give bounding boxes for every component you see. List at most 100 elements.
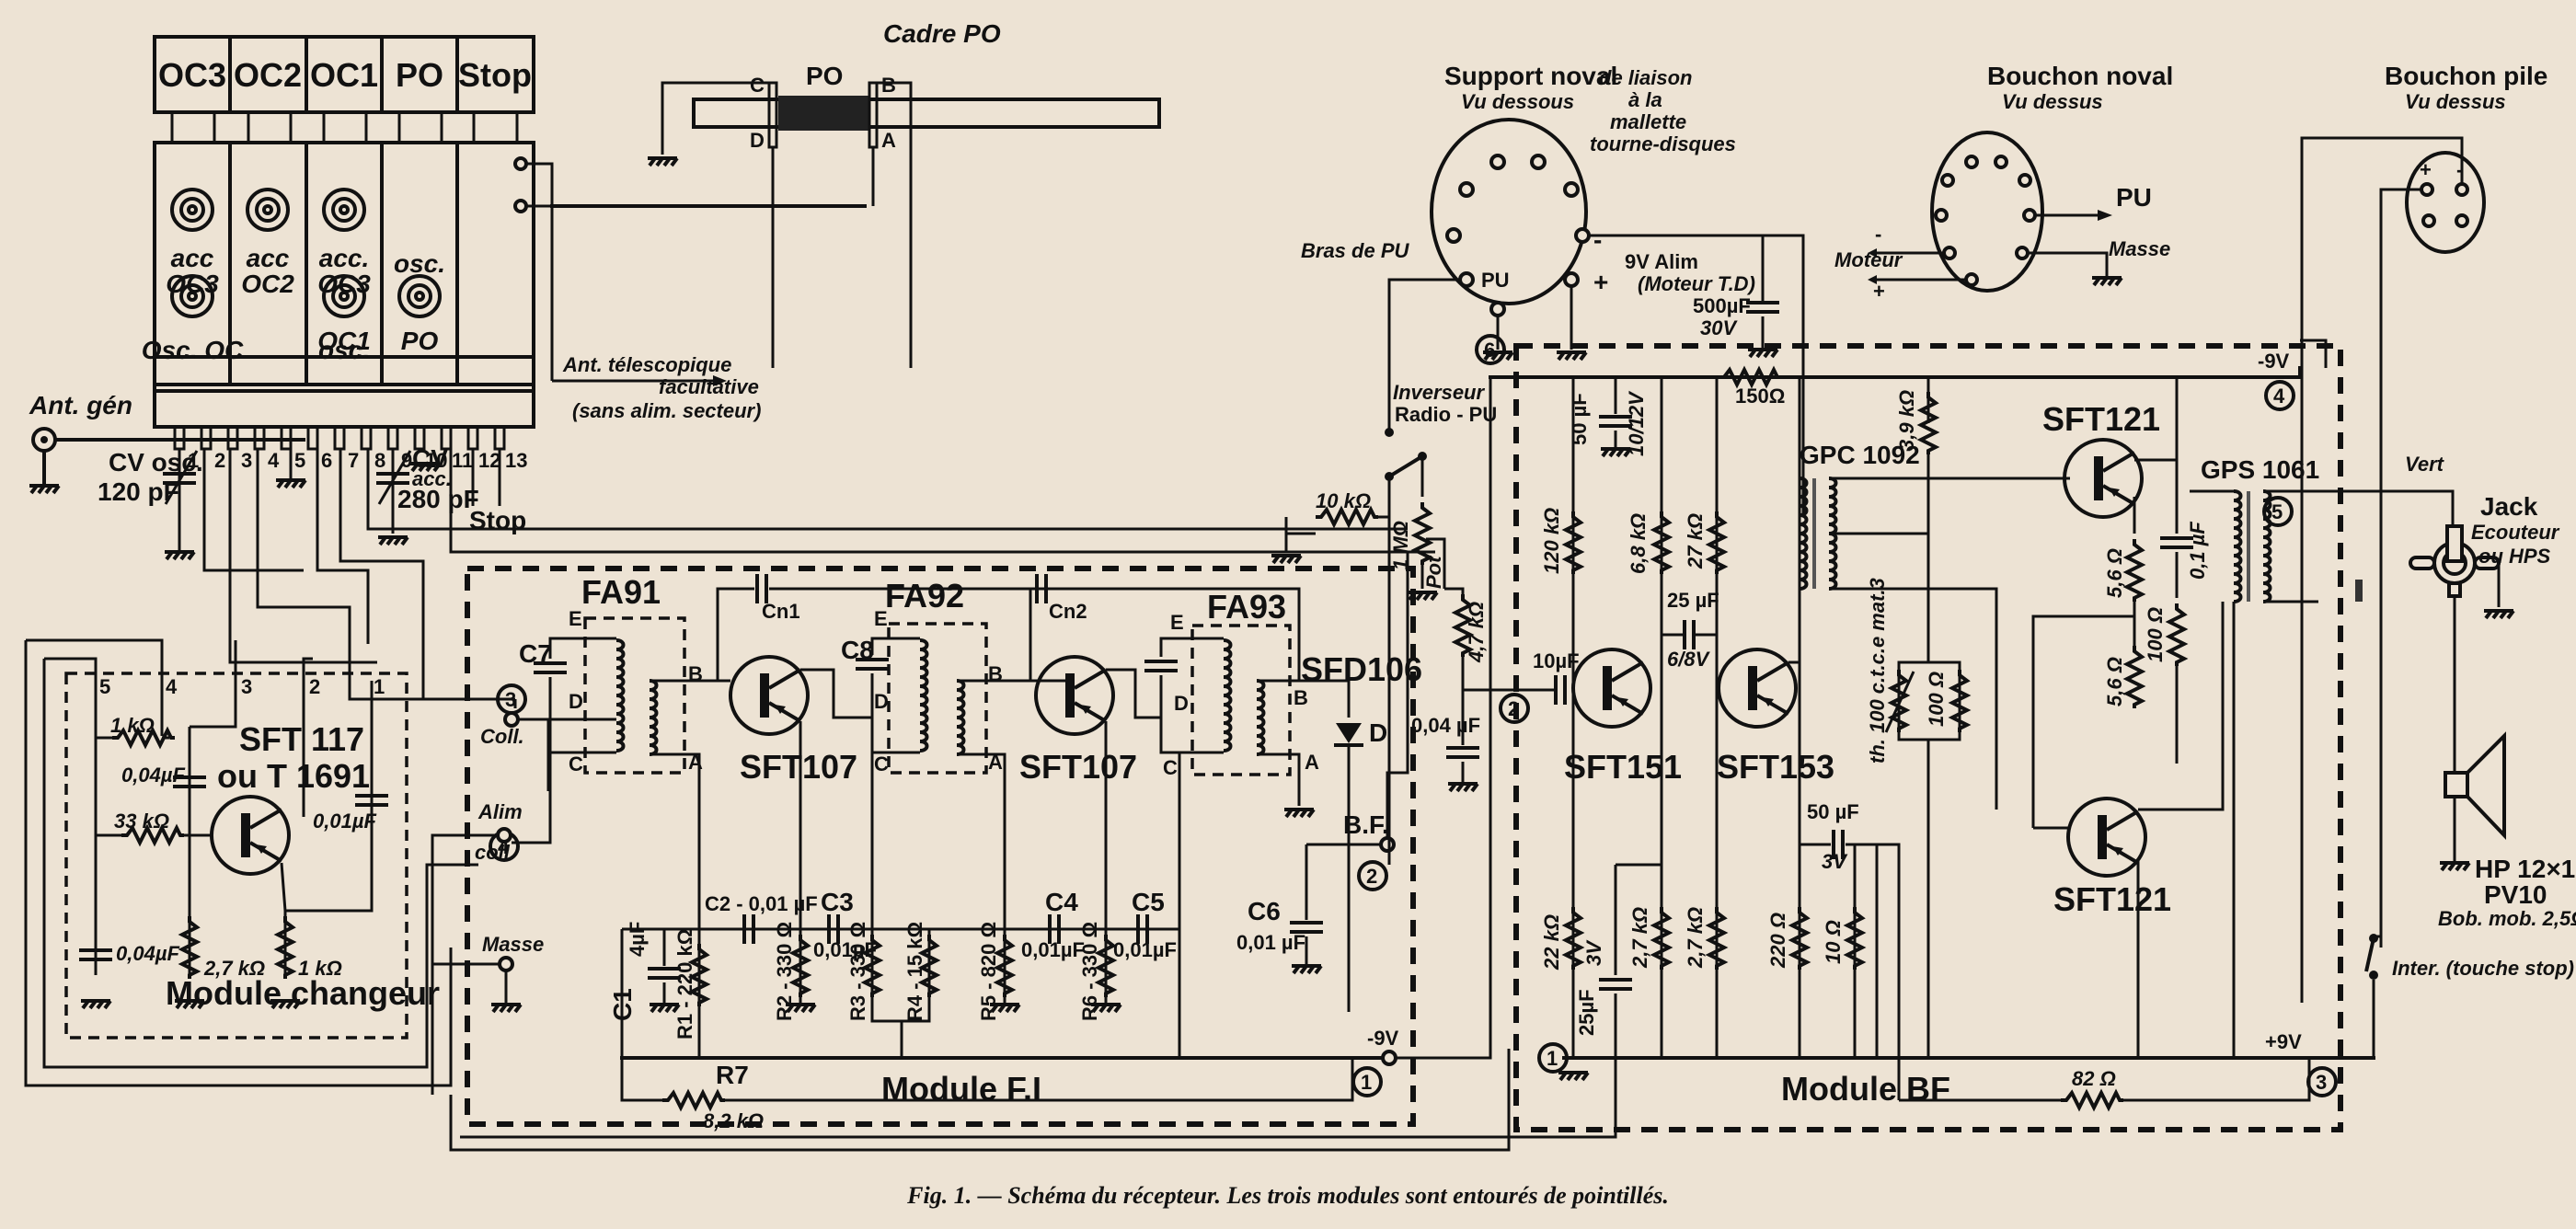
component-label: 12 (478, 449, 500, 472)
component-label: 33 kΩ (114, 810, 169, 833)
component-label: mallette (1610, 110, 1686, 133)
component-label: 5 (99, 675, 110, 698)
band-key-oc1[interactable]: OC1 (310, 56, 378, 94)
component-label: 6 (1484, 339, 1495, 362)
component-label: 5 (2271, 500, 2283, 523)
inter-switch[interactable] (2364, 934, 2378, 980)
component-label: R5 - 820 Ω (977, 922, 1000, 1021)
component-label: Support noval (1444, 62, 1617, 90)
component-label: R1 - 220 kΩ (673, 929, 696, 1039)
component-label: acc (171, 244, 214, 272)
component-label: 3,9 kΩ (1895, 390, 1918, 451)
component-label: 13 (505, 449, 527, 472)
switch-wiring (202, 449, 1435, 708)
transistor-sft153: SFT153 (1717, 648, 1834, 786)
component-label: Cn1 (762, 600, 800, 623)
component-label: - (1593, 225, 1602, 254)
component-label: Stop (458, 56, 532, 94)
transformer-gpc1092: GPC 1092 (1798, 441, 1920, 718)
component-label: Inter. (touche stop) (2392, 957, 2574, 980)
component-label: 7 (348, 449, 359, 472)
band-key-oc2[interactable]: OC2 (234, 56, 302, 94)
transistor-sft121-top: SFT121 (2042, 400, 2160, 519)
component-label: 3 (505, 688, 516, 711)
component-label: Vu dessus (2002, 90, 2103, 113)
jack-socket[interactable] (2409, 524, 2501, 598)
component-label: 1 kΩ (110, 714, 155, 737)
component-label: R6 - 330 Ω (1078, 922, 1101, 1021)
component-label: Module F.I (881, 1070, 1041, 1108)
component-label: Module BF (1781, 1070, 1950, 1108)
component-label: 8 (374, 449, 385, 472)
loudspeaker-icon (2444, 731, 2506, 840)
component-label: 100 Ω (1925, 672, 1948, 727)
component-label: 27 kΩ (1684, 513, 1707, 569)
component-label: SFT121 (2053, 880, 2171, 918)
inverseur-radio-pu[interactable]: Inverseur Radio - PU 10 kΩ 1 MΩ Pot 4,7 … (1270, 334, 1527, 865)
band-key-po[interactable]: PO (396, 56, 443, 94)
component-label: E (1170, 611, 1184, 634)
component-label: C (750, 74, 765, 97)
component-label: C6 (1248, 897, 1281, 925)
component-label: 30V (1700, 316, 1738, 339)
antenna-general: Ant. gén (28, 391, 305, 495)
component-label: 1 (1547, 1047, 1558, 1070)
coil-osc-oc1: osc. OC1 (317, 274, 371, 364)
component-label: FA92 (885, 577, 964, 614)
component-label: 4µF (626, 922, 649, 957)
component-label: Vu dessus (2405, 90, 2506, 113)
component-label: 100 Ω (2144, 607, 2167, 662)
transformer-gps1061: GPS 1061 (2190, 455, 2319, 1058)
component-label: 1 (1361, 1071, 1372, 1094)
component-label: 4 (166, 675, 178, 698)
component-label: PU (1481, 269, 1510, 292)
component-label: 3V (1822, 850, 1848, 873)
component-label: 4 (2273, 385, 2285, 408)
component-label: B.F. (1343, 810, 1389, 839)
component-label: SFT 117 (239, 720, 364, 758)
cv-acc[interactable]: CV acc. 280 pF (374, 444, 479, 546)
component-label: C2 - 0,01 µF (705, 892, 818, 915)
component-label: Ant. télescopique (562, 353, 731, 376)
component-label: + (1873, 280, 1885, 303)
fi-connectors: 4 3 Coll. Alim coll. Masse (431, 683, 1511, 1152)
component-label: Cn2 (1049, 600, 1087, 623)
component-label: D (1369, 718, 1387, 747)
component-label: Cadre PO (883, 19, 1001, 48)
component-label: C7 (519, 639, 552, 668)
component-label: PO (806, 62, 843, 90)
component-label: A (988, 751, 1003, 774)
component-label: Jack (2480, 492, 2538, 521)
component-label: - (2456, 158, 2463, 181)
cv-osc[interactable]: CV osc. 120 pF (98, 448, 203, 561)
component-label: PO (401, 327, 439, 355)
transistor-sft107-2: SFT107 Cn2 (1019, 572, 1301, 929)
component-label: HP 12×19 (2475, 855, 2576, 883)
support-noval: Support noval Vu dessous de liaison à la… (1301, 62, 1805, 515)
pin-numbers: 1 2 3 4 5 6 7 8 9 10 11 12 13 (188, 449, 527, 472)
band-key-stop[interactable]: Stop (458, 56, 532, 94)
component-label: 50 µF (1807, 800, 1859, 823)
component-label: osc. (318, 336, 370, 364)
band-key-oc3[interactable]: OC3 (158, 56, 226, 94)
component-label: 8,2 kΩ (703, 1109, 764, 1132)
component-label: A (1305, 751, 1319, 774)
transistor-sft121-bottom: SFT121 (2053, 797, 2171, 918)
component-label: SFD106 (1301, 650, 1422, 688)
component-label: Vert (2405, 453, 2445, 476)
component-label: - (1875, 223, 1881, 246)
component-label: 2 (1366, 865, 1377, 888)
component-label: + (1593, 268, 1608, 296)
component-label: -9V (1367, 1027, 1399, 1050)
component-label: 10 kΩ (1316, 489, 1371, 512)
component-label: 11 (452, 449, 473, 472)
component-label: Moteur (1834, 248, 1903, 271)
module-bf: Module BF 150Ω -9V 4 50 µF 10/12V 120 kΩ… (460, 339, 2375, 1139)
component-label: 25 µF (1667, 589, 1719, 612)
module-fi: Module F.I FA91 E D C B A C7 SFT107 (465, 377, 1492, 1132)
component-label: Bob. mob. 2,5Ω (2438, 907, 2576, 930)
component-label: D (569, 690, 583, 713)
component-label: 3 (241, 675, 252, 698)
component-label: SFT121 (2042, 400, 2160, 438)
